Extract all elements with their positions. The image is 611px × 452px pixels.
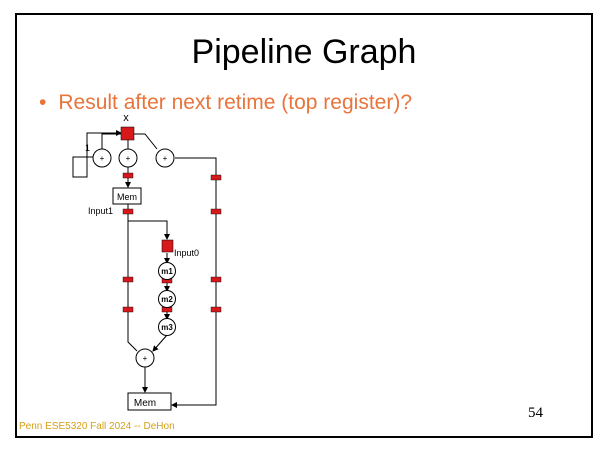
pipeline-graph: x 1 + + + Mem Input1 Input0 <box>72 112 222 411</box>
adder-mid-symbol: + <box>126 154 131 163</box>
register-x <box>120 126 135 141</box>
graph-wires <box>72 130 217 408</box>
m3-label: m3 <box>161 323 173 332</box>
register-right-3 <box>210 276 222 283</box>
register-right-1 <box>210 174 222 181</box>
label-x: x <box>123 112 129 124</box>
adder-right <box>155 148 175 168</box>
register-input0 <box>161 239 174 253</box>
label-input0: Input0 <box>174 248 199 258</box>
adder-final-symbol: + <box>143 354 148 363</box>
register-right-2 <box>210 208 222 215</box>
register-mid-pre-mem <box>122 172 134 179</box>
adder-final <box>135 348 155 368</box>
m1-label: m1 <box>161 267 173 276</box>
adder-left-symbol: + <box>100 154 105 163</box>
bullet-dot: • <box>39 91 47 114</box>
slide-title: Pipeline Graph <box>191 33 417 71</box>
m2-label: m2 <box>161 295 173 304</box>
multiplier-m1 <box>158 262 176 280</box>
register-left-1 <box>122 276 134 283</box>
mem-bottom <box>127 392 172 411</box>
page-number: 54 <box>528 405 543 421</box>
register-right-4 <box>210 306 222 313</box>
bullet-item: • Result after next retime (top register)… <box>39 91 412 115</box>
register-left-2 <box>122 306 134 313</box>
label-constant: 1 <box>85 143 90 153</box>
register-input1 <box>122 208 134 215</box>
mem-bottom-label: Mem <box>134 398 156 409</box>
mem-top <box>112 187 142 205</box>
multiplier-m2 <box>158 290 176 308</box>
pipeline-registers <box>122 172 222 313</box>
multiplier-m3 <box>158 318 176 336</box>
slide: Pipeline Graph • Result after next retime… <box>15 13 593 438</box>
label-input1: Input1 <box>88 206 113 216</box>
adder-mid <box>118 148 138 168</box>
mem-top-label: Mem <box>117 192 137 202</box>
adder-left <box>92 148 112 168</box>
bullet-text: Result after next retime (top register)? <box>58 91 412 114</box>
adder-right-symbol: + <box>163 154 168 163</box>
footer-text: Penn ESE5320 Fall 2024 -- DeHon <box>19 421 175 432</box>
